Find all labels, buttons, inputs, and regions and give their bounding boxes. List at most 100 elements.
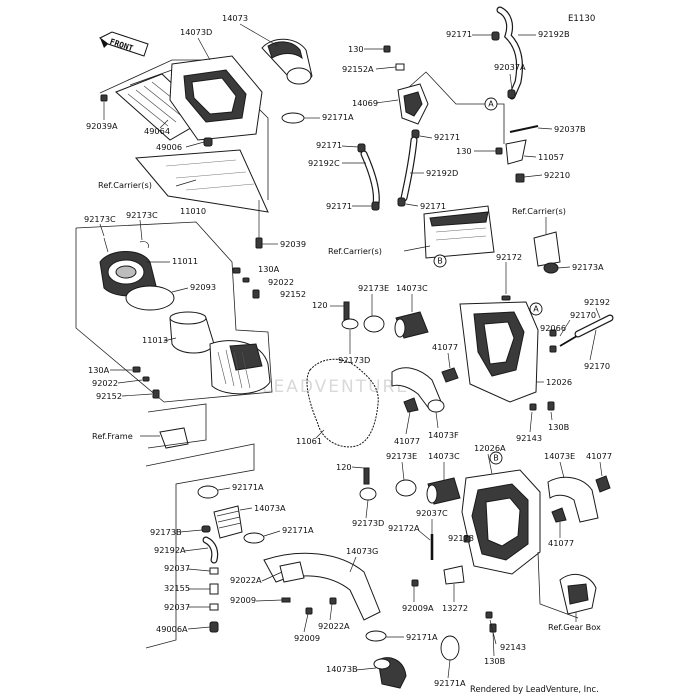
label-92152-a: 92152 <box>280 289 306 299</box>
label-92170-a: 92170 <box>570 310 596 320</box>
callout-B-low-text: B <box>493 454 499 463</box>
intake-duct-group <box>145 443 460 689</box>
front-arrow-icon: FRONT <box>99 31 149 57</box>
label-92173D-b: 92173D <box>352 518 384 528</box>
label-92192D: 92192D <box>426 168 458 178</box>
label-92173B: 92173B <box>150 527 182 537</box>
footer-credit: Rendered by LeadVenture, Inc. <box>470 684 599 694</box>
label-92037C: 92037C <box>416 508 448 518</box>
diagram-code: E1130 <box>568 14 595 24</box>
label-92009A: 92009A <box>402 603 434 613</box>
label-92171-c: 92171 <box>326 201 352 211</box>
label-92172: 92172 <box>496 252 522 262</box>
label-92022-a: 92022 <box>268 277 294 287</box>
label-120-b: 120 <box>336 462 352 472</box>
lower-airbox-group <box>359 467 611 633</box>
label-92173: 92173 <box>448 533 474 543</box>
label-92173C-b: 92173C <box>126 210 158 220</box>
label-41077-d: 41077 <box>548 538 574 548</box>
label-130B-a: 130B <box>548 422 570 432</box>
callout-A-top: A <box>484 97 498 111</box>
air-filter-group <box>75 221 273 449</box>
label-92173E-b: 92173E <box>386 451 417 461</box>
label-14073A: 14073A <box>254 503 286 513</box>
label-92192: 92192 <box>584 297 610 307</box>
callout-A-top-text: A <box>488 100 494 109</box>
label-92037A: 92037A <box>494 62 526 72</box>
label-11061: 11061 <box>296 436 322 446</box>
label-92173A: 92173A <box>572 262 604 272</box>
label-130-a: 130 <box>348 44 364 54</box>
label-14073B: 14073B <box>326 664 358 674</box>
label-ref-frame: Ref.Frame <box>92 431 133 441</box>
label-14073C-a: 14073C <box>396 283 428 293</box>
label-92152-b: 92152 <box>96 391 122 401</box>
label-49006A: 49006A <box>156 624 188 634</box>
label-92143-b: 92143 <box>500 642 526 652</box>
upper-airbox-group <box>306 262 614 448</box>
label-130B-b: 130B <box>484 656 506 666</box>
label-12026: 12026 <box>546 377 572 387</box>
callout-B-low: B <box>489 451 503 465</box>
label-92022-b: 92022 <box>92 378 118 388</box>
label-92009-b: 92009 <box>294 633 320 643</box>
label-92022A-a: 92022A <box>230 575 262 585</box>
label-14073G: 14073G <box>346 546 378 556</box>
label-92037-b: 92037 <box>164 602 190 612</box>
label-12026A: 12026A <box>474 443 506 453</box>
label-14073: 14073 <box>222 13 248 23</box>
label-92210: 92210 <box>544 170 570 180</box>
label-92173C-a: 92173C <box>84 214 116 224</box>
label-92192B: 92192B <box>538 29 570 39</box>
label-130A-a: 130A <box>258 264 280 274</box>
label-92152A: 92152A <box>342 64 374 74</box>
label-11013: 11013 <box>142 335 168 345</box>
label-120-a: 120 <box>312 300 328 310</box>
label-92173D-a: 92173D <box>338 355 370 365</box>
callout-B-top-text: B <box>437 257 443 266</box>
label-ref-carrier-1: Ref.Carrier(s) <box>98 180 152 190</box>
label-41077-c: 41077 <box>586 451 612 461</box>
label-92009-a: 92009 <box>230 595 256 605</box>
label-11057: 11057 <box>538 152 564 162</box>
callout-B-top: B <box>433 254 447 268</box>
label-92171-top: 92171 <box>446 29 472 39</box>
label-92037B: 92037B <box>554 124 586 134</box>
label-14073D: 14073D <box>180 27 212 37</box>
label-92173E-a: 92173E <box>358 283 389 293</box>
label-41077-a: 41077 <box>432 342 458 352</box>
label-92143-a: 92143 <box>516 433 542 443</box>
label-92037: 92037 <box>164 563 190 573</box>
label-92170-b: 92170 <box>584 361 610 371</box>
watermark-text: LEADVENTURE <box>262 377 409 397</box>
label-32155: 32155 <box>164 583 190 593</box>
label-ref-carrier-2: Ref.Carrier(s) <box>328 246 382 256</box>
label-92171-a: 92171 <box>316 140 342 150</box>
valve-assembly-group <box>357 45 505 259</box>
label-92066: 92066 <box>540 323 566 333</box>
label-49006: 49006 <box>156 142 182 152</box>
label-11010: 11010 <box>180 206 206 216</box>
callout-A-mid: A <box>529 302 543 316</box>
label-14073E: 14073E <box>544 451 575 461</box>
label-14069: 14069 <box>352 98 378 108</box>
label-130A-b: 130A <box>88 365 110 375</box>
label-92039: 92039 <box>280 239 306 249</box>
label-92039A: 92039A <box>86 121 118 131</box>
label-92022A-b: 92022A <box>318 621 350 631</box>
label-130-b: 130 <box>456 146 472 156</box>
label-ref-carrier-3: Ref.Carrier(s) <box>512 206 566 216</box>
air-cleaner-cover-group <box>99 38 313 249</box>
callout-A-mid-text: A <box>533 305 539 314</box>
label-92192C: 92192C <box>308 158 340 168</box>
label-11011: 11011 <box>172 256 198 266</box>
label-92192A: 92192A <box>154 545 186 555</box>
label-92171A-top: 92171A <box>322 112 354 122</box>
label-49064: 49064 <box>144 126 170 136</box>
label-92171-b: 92171 <box>434 132 460 142</box>
label-ref-gear-box: Ref.Gear Box <box>548 622 601 632</box>
label-41077-b: 41077 <box>394 436 420 446</box>
label-92171-d: 92171 <box>420 201 446 211</box>
